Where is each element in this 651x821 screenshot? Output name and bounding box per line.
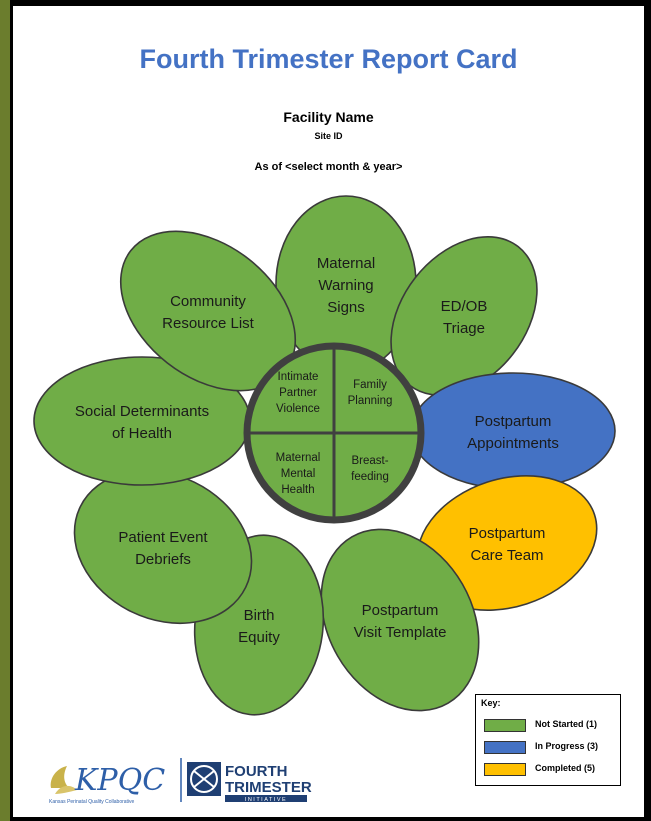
petal-label: Maternal: [317, 255, 375, 272]
center-label-breastfeeding: feeding: [351, 471, 389, 483]
center-label-maternal-mental-health: Maternal: [276, 452, 321, 464]
petal-label: Birth: [244, 607, 275, 624]
center-label-maternal-mental-health: Mental: [281, 468, 316, 480]
petal-label: Warning: [318, 277, 373, 294]
key-label: Completed (5): [535, 763, 596, 773]
petal-label: ED/OB: [441, 298, 488, 315]
key-label: In Progress (3): [535, 741, 599, 751]
kpqc-subtitle: Kansas Perinatal Quality Collaborative: [49, 799, 135, 805]
petal-label: Postpartum: [475, 413, 552, 430]
petal-shape: [410, 372, 616, 490]
ft-line3: INITIATIVE: [245, 797, 287, 803]
status-key: Key: Not Started (1) In Progress (3) Com…: [475, 694, 621, 786]
petal-label: Debriefs: [135, 551, 191, 568]
petal-label: Patient Event: [118, 529, 208, 546]
key-swatch-yellow: [484, 763, 526, 776]
key-item-completed: Completed (5): [484, 763, 620, 777]
petal-label: Equity: [238, 629, 280, 646]
petal-shape: [73, 469, 253, 625]
center-label-breastfeeding: Breast-: [351, 455, 388, 467]
petal-label: Postpartum: [362, 602, 439, 619]
frame-side-bar: [0, 0, 10, 821]
site-id: Site ID: [314, 131, 343, 141]
key-title: Key:: [481, 698, 501, 708]
ft-line2: TRIMESTER: [225, 779, 312, 796]
key-item-in-progress: In Progress (3): [484, 741, 620, 755]
ft-line1: FOURTH: [225, 763, 288, 780]
kpqc-logo: KPQC Kansas Perinatal Quality Collaborat…: [49, 763, 165, 805]
petal-label: Community: [170, 293, 246, 310]
fourth-trimester-logo: FOURTH TRIMESTER INITIATIVE: [187, 762, 312, 803]
petal-label: Social Determinants: [75, 403, 209, 420]
petal-label: Triage: [443, 320, 485, 337]
petal-shape: [320, 528, 480, 712]
center-label-intimate-partner-violence: Violence: [276, 403, 320, 415]
petal-label: Signs: [327, 299, 365, 316]
center-label-intimate-partner-violence: Intimate: [278, 371, 319, 383]
report-title: Fourth Trimester Report Card: [139, 44, 518, 74]
petal-social-determinants: Social Determinants of Health: [33, 356, 251, 486]
center-label-family-planning: Family: [353, 379, 387, 391]
key-swatch-blue: [484, 741, 526, 754]
key-swatch-green: [484, 719, 526, 732]
petal-label: Visit Template: [354, 624, 447, 641]
as-of-date: As of <select month & year>: [254, 161, 403, 173]
key-label: Not Started (1): [535, 719, 598, 729]
logos: KPQC Kansas Perinatal Quality Collaborat…: [49, 758, 312, 805]
report-card-page: Fourth Trimester Report Card Facility Na…: [13, 6, 644, 817]
wheat-icon: [50, 766, 69, 788]
kpqc-wordmark: KPQC: [74, 763, 165, 798]
key-item-not-started: Not Started (1): [484, 719, 620, 733]
petal-label: of Health: [112, 425, 172, 442]
petal-label: Resource List: [162, 315, 255, 332]
petal-label: Appointments: [467, 435, 559, 452]
center-label-intimate-partner-violence: Partner: [279, 387, 317, 399]
petal-label: Postpartum: [469, 525, 546, 542]
center-label-family-planning: Planning: [348, 395, 393, 407]
petal-ed-ob-triage: ED/OB Triage: [390, 236, 538, 396]
center-label-maternal-mental-health: Health: [281, 484, 314, 496]
facility-name: Facility Name: [283, 109, 374, 125]
petal-label: Care Team: [470, 547, 543, 564]
